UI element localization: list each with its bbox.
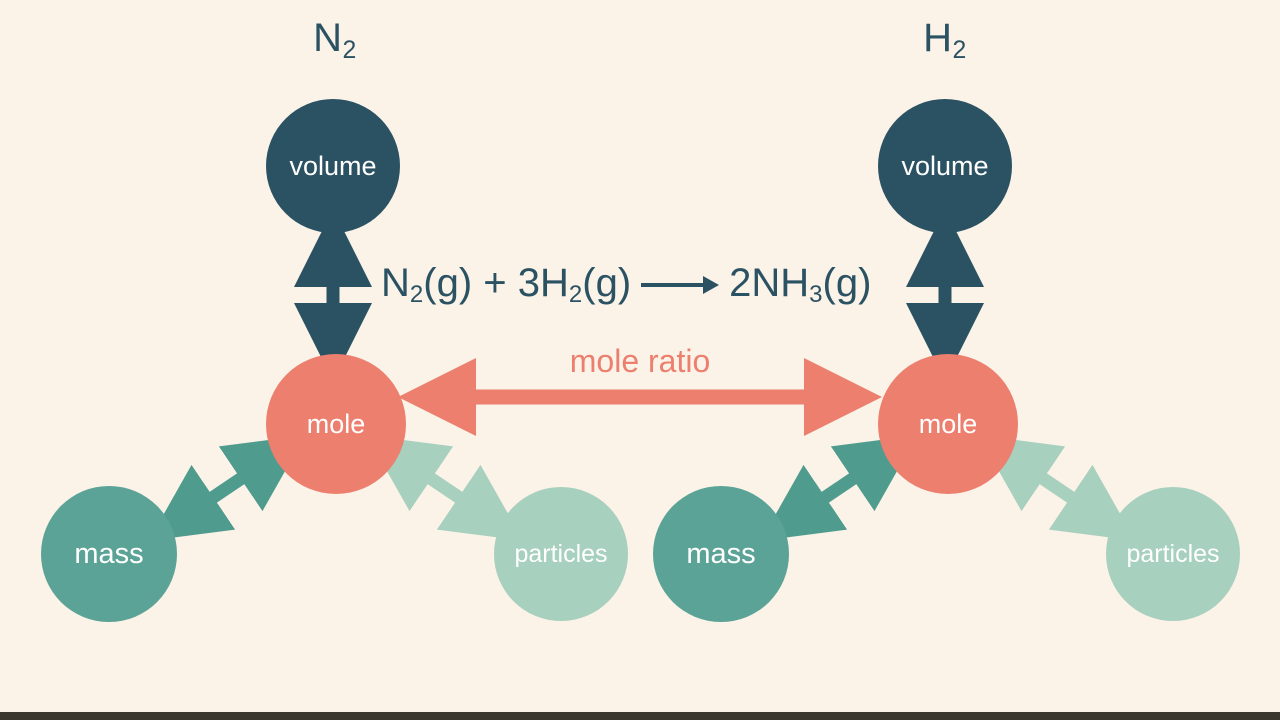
equation-product-state: (g) — [822, 261, 872, 305]
species-heading-n2-subscript: 2 — [342, 36, 357, 64]
h2-mole-label: mole — [918, 408, 978, 439]
n2-mass-label: mass — [74, 537, 144, 570]
h2-mole-particles-arrow — [978, 435, 1136, 541]
equation-product: NH — [751, 261, 810, 305]
equation-reactant1-subscript: 2 — [409, 281, 424, 309]
bottom-letterbox-bar — [0, 712, 1280, 720]
n2-mass-mole-arrow — [148, 435, 306, 541]
species-heading-n2-symbol: N — [313, 16, 343, 60]
equation-product-subscript: 3 — [809, 281, 823, 309]
species-heading-h2-subscript: 2 — [952, 36, 967, 64]
h2-volume-label: volume — [901, 150, 989, 181]
equation-reactant1: N — [381, 261, 410, 305]
equation-reactant2: H — [540, 261, 569, 305]
chemical-equation: N2(g) + 3H2(g)2NH3(g) — [381, 261, 872, 307]
species-heading-h2-symbol: H — [923, 16, 953, 60]
h2-particles-node[interactable]: particles — [1106, 487, 1240, 621]
species-heading-n2: N2 — [255, 16, 415, 63]
mole-ratio-label: mole ratio — [569, 343, 711, 379]
n2-mass-node[interactable]: mass — [41, 486, 177, 622]
n2-particles-node[interactable]: particles — [494, 487, 628, 621]
reaction-arrow-icon — [641, 271, 720, 300]
h2-particles-label: particles — [1126, 539, 1220, 568]
h2-mass-node[interactable]: mass — [653, 486, 789, 622]
n2-mole-particles-arrow — [366, 435, 524, 541]
equation-reactant1-state: (g) — [423, 261, 473, 305]
n2-mole-node[interactable]: mole — [266, 354, 406, 494]
species-heading-h2: H2 — [865, 16, 1025, 63]
n2-volume-node[interactable]: volume — [266, 99, 400, 233]
n2-particles-label: particles — [514, 539, 608, 568]
h2-mass-label: mass — [686, 537, 756, 570]
n2-volume-label: volume — [289, 150, 377, 181]
equation-reactant2-subscript: 2 — [568, 281, 583, 309]
h2-mole-node[interactable]: mole — [878, 354, 1018, 494]
n2-mole-label: mole — [306, 408, 366, 439]
h2-volume-node[interactable]: volume — [878, 99, 1012, 233]
equation-reactant2-state: (g) — [582, 261, 632, 305]
equation-plus-sign: + — [483, 261, 507, 305]
equation-reactant2-coefficient: 3 — [517, 261, 540, 305]
h2-mass-mole-arrow — [760, 435, 918, 541]
equation-product-coefficient: 2 — [729, 261, 752, 305]
